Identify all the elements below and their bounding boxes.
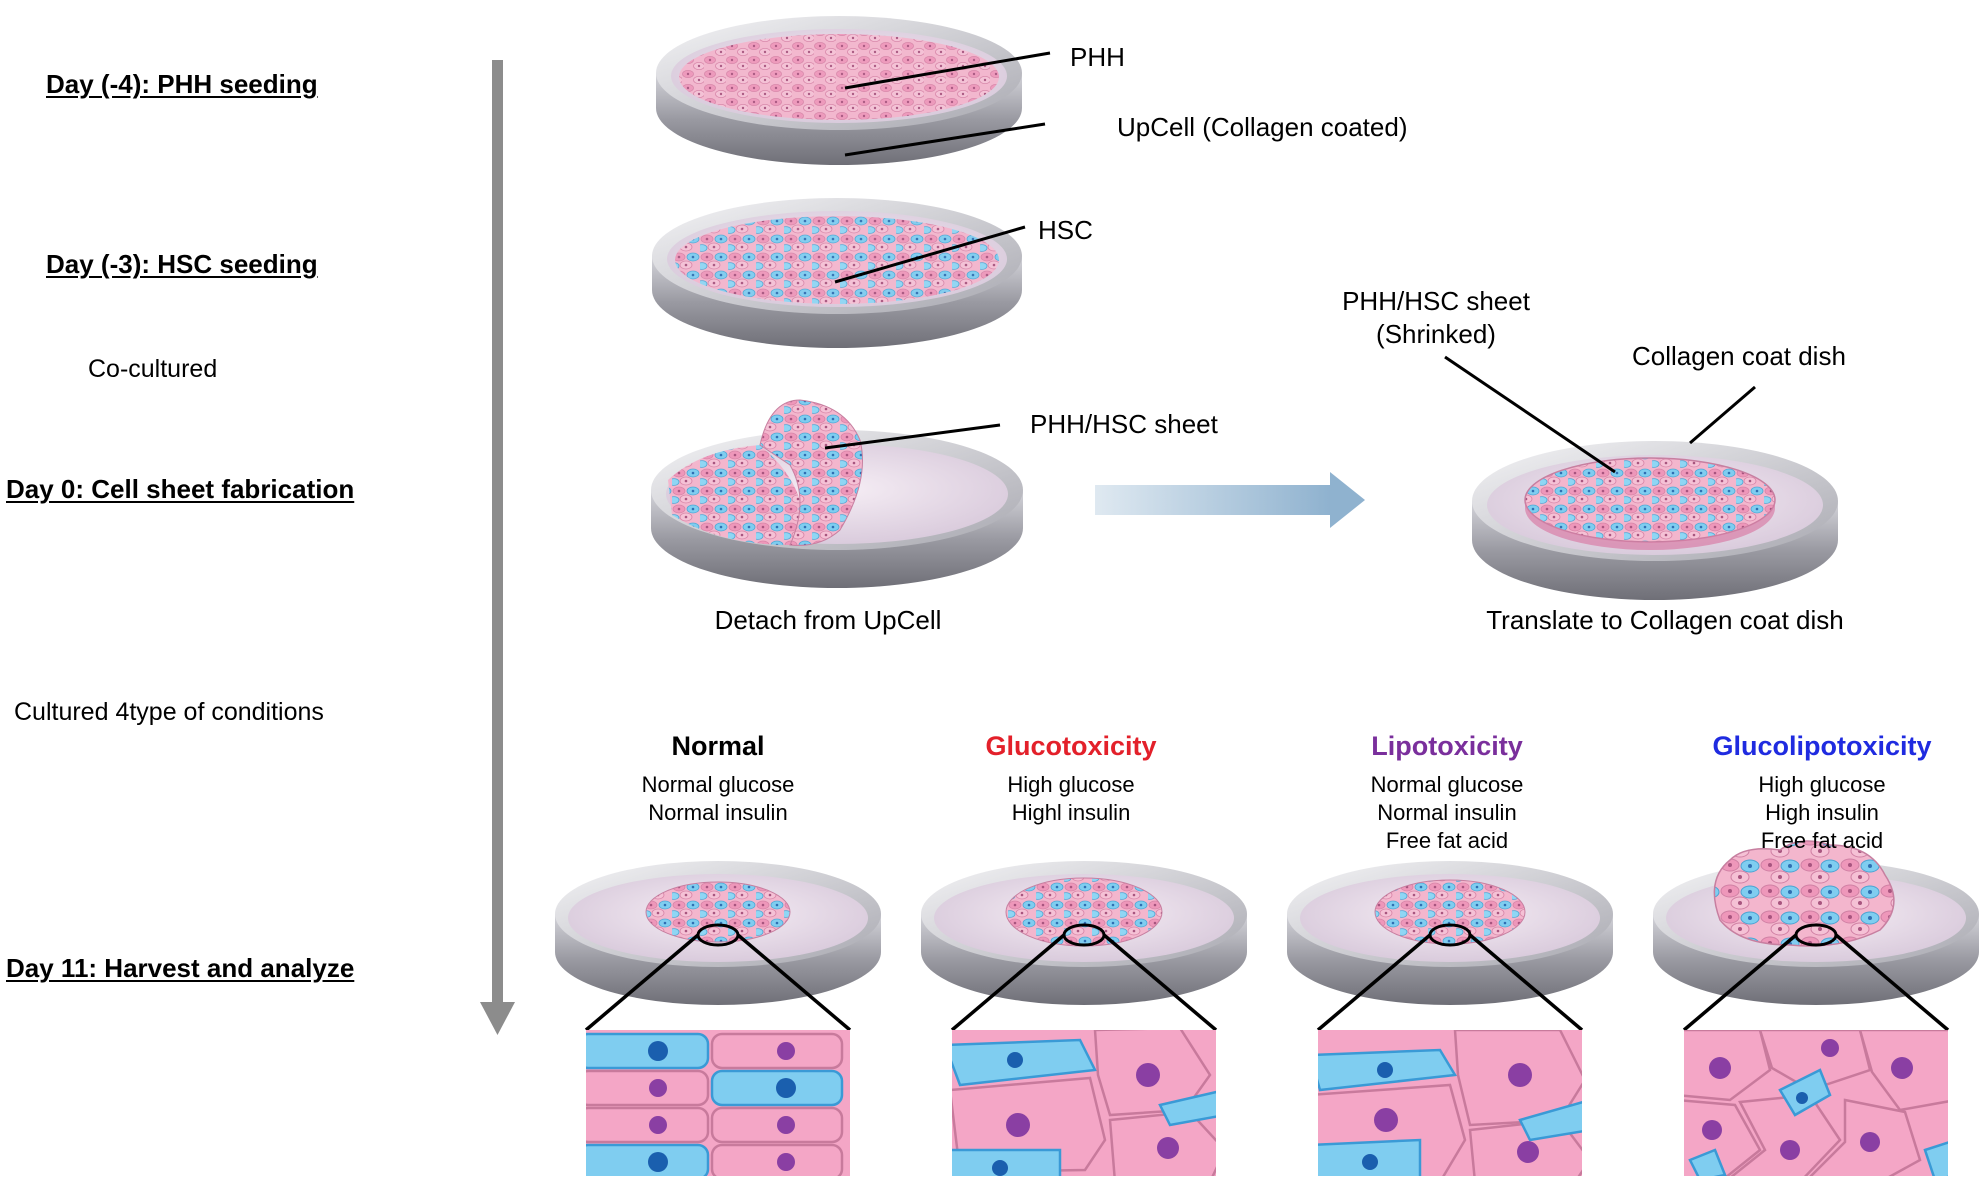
process-arrow — [1095, 472, 1365, 528]
condition-line: High insulin — [1765, 800, 1879, 825]
condition-normal: Normal Normal glucose Normal insulin — [642, 731, 795, 827]
label-day0: Day 0: Cell sheet fabrication — [6, 474, 355, 504]
dish-phh-seeding — [656, 16, 1022, 165]
condition-name: Lipotoxicity — [1371, 731, 1523, 761]
condition-line: Normal insulin — [648, 800, 788, 825]
zoom-panel-lipotoxicity — [1318, 1030, 1582, 1176]
condition-glucolipotoxicity: Glucolipotoxicity High glucose High insu… — [1712, 731, 1931, 855]
label-cultured-conditions: Cultured 4type of conditions — [14, 698, 324, 726]
condition-line: Normal glucose — [1370, 772, 1524, 797]
label-upcell: UpCell (Collagen coated) — [1117, 112, 1408, 142]
label-collagen-dish: Collagen coat dish — [1632, 341, 1846, 371]
dish-detach-sheet — [651, 399, 1023, 588]
label-hsc: HSC — [1038, 215, 1093, 245]
dish-glucolipotoxicity — [1653, 840, 1979, 1005]
timeline-arrow — [480, 60, 515, 1035]
condition-line: Free fat acid — [1385, 828, 1509, 853]
condition-glucotoxicity: Glucotoxicity High glucose Highl insulin — [985, 731, 1156, 827]
label-detach: Detach from UpCell — [714, 605, 942, 635]
label-translate: Translate to Collagen coat dish — [1486, 605, 1844, 635]
condition-line: Normal glucose — [641, 772, 795, 797]
zoom-lines — [584, 933, 1950, 1032]
condition-line: Highl insulin — [1011, 800, 1131, 825]
condition-line: Free fat acid — [1760, 828, 1884, 853]
dish-glucotoxicity — [921, 861, 1247, 1005]
label-sheet-shrinked-line1: PHH/HSC sheet — [1342, 286, 1530, 316]
dish-hsc-seeding — [652, 198, 1022, 348]
condition-name: Glucotoxicity — [985, 731, 1157, 761]
condition-name: Normal — [671, 731, 765, 761]
dish-collagen-shrinked — [1472, 441, 1838, 600]
label-day-minus4: Day (-4): PHH seeding — [46, 69, 318, 99]
condition-line: High glucose — [1007, 772, 1135, 797]
zoom-panel-glucolipotoxicity — [1684, 1030, 1948, 1176]
label-sheet-shrinked-line2: (Shrinked) — [1376, 319, 1496, 349]
condition-line: Normal insulin — [1377, 800, 1517, 825]
label-cocultured: Co-cultured — [88, 355, 218, 383]
zoom-panel-glucotoxicity — [952, 1030, 1216, 1176]
label-day-minus3: Day (-3): HSC seeding — [46, 249, 318, 279]
label-day11: Day 11: Harvest and analyze — [6, 953, 355, 983]
condition-name: Glucolipotoxicity — [1712, 731, 1932, 761]
label-phh-hsc-sheet: PHH/HSC sheet — [1030, 409, 1218, 439]
dish-lipotoxicity — [1287, 861, 1613, 1005]
zoom-panel-normal — [586, 1030, 850, 1176]
leader-lines — [824, 51, 1756, 474]
condition-lipotoxicity: Lipotoxicity Normal glucose Normal insul… — [1371, 731, 1524, 855]
label-phh: PHH — [1070, 42, 1125, 72]
dish-normal — [555, 861, 881, 1005]
condition-line: High glucose — [1758, 772, 1886, 797]
